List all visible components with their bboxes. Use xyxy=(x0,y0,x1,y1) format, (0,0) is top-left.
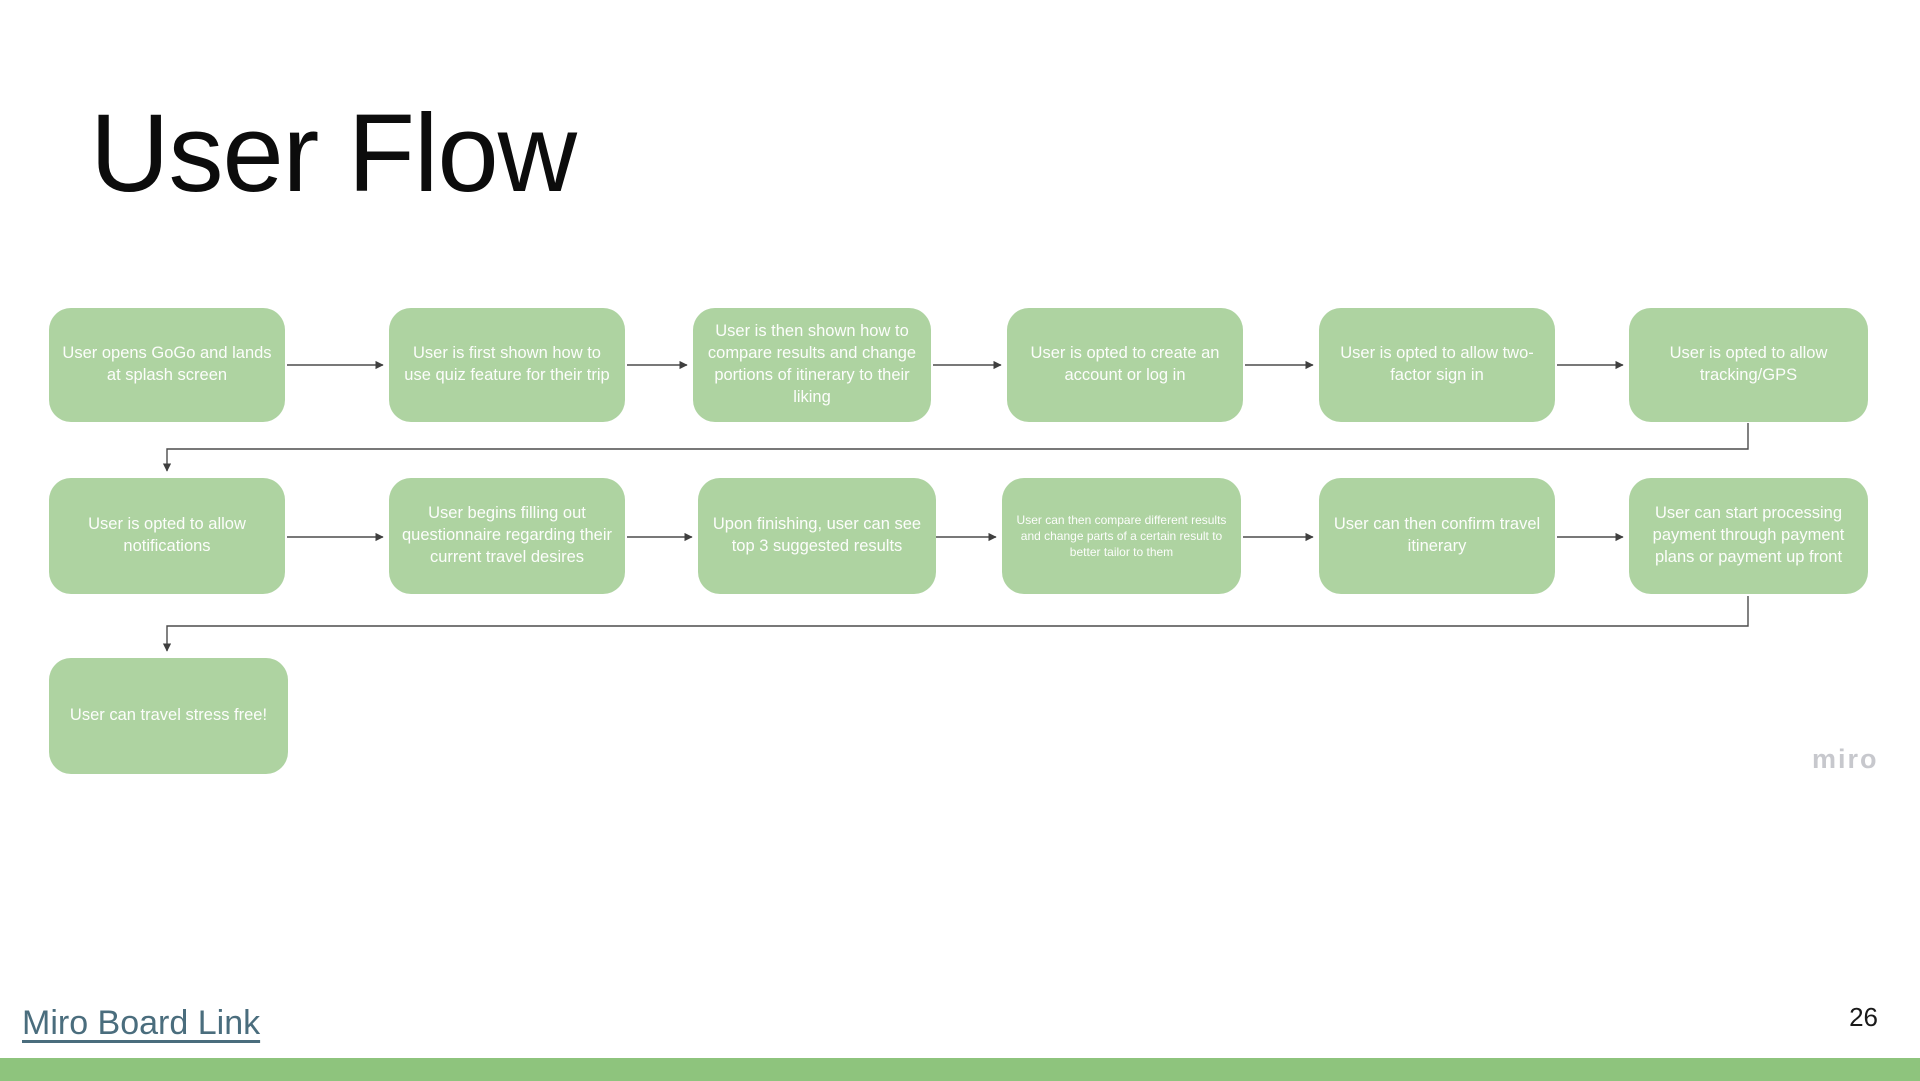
flow-node-stress-free: User can travel stress free! xyxy=(49,658,288,774)
flow-node-tracking-gps: User is opted to allow tracking/GPS xyxy=(1629,308,1868,422)
flow-node-compare-results: User can then compare different results … xyxy=(1002,478,1241,594)
flow-node-payment: User can start processing payment throug… xyxy=(1629,478,1868,594)
flow-node-create-account: User is opted to create an account or lo… xyxy=(1007,308,1243,422)
flow-node-splash-screen: User opens GoGo and lands at splash scre… xyxy=(49,308,285,422)
miro-watermark: miro xyxy=(1812,744,1879,774)
page-title: User Flow xyxy=(90,92,577,215)
flow-node-confirm-itinerary: User can then confirm travel itinerary xyxy=(1319,478,1555,594)
page-number: 26 xyxy=(1849,1002,1878,1032)
flow-node-two-factor: User is opted to allow two-factor sign i… xyxy=(1319,308,1555,422)
flow-node-notifications: User is opted to allow notifications xyxy=(49,478,285,594)
miro-board-link[interactable]: Miro Board Link xyxy=(22,1004,261,1042)
flow-node-quiz-intro: User is first shown how to use quiz feat… xyxy=(389,308,625,422)
flow-node-compare-intro: User is then shown how to compare result… xyxy=(693,308,931,422)
flow-node-top-3-results: Upon finishing, user can see top 3 sugge… xyxy=(698,478,936,594)
bottom-accent-bar xyxy=(0,1058,1920,1081)
flow-node-questionnaire: User begins filling out questionnaire re… xyxy=(389,478,625,594)
